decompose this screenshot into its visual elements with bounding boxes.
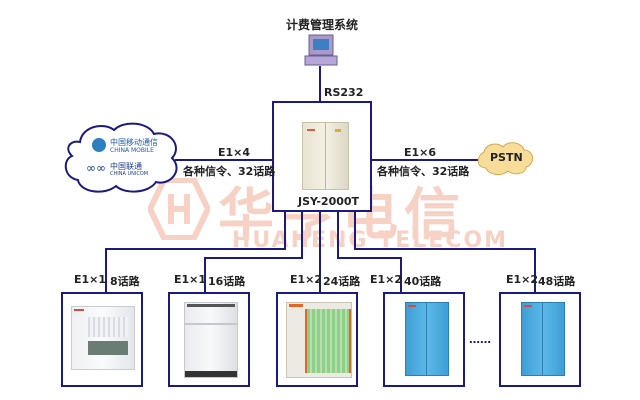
branch-5-e1: E1×2 [506,273,539,286]
main-switch-box[interactable]: JSY-2000T [272,101,372,212]
ellipsis: …… [469,333,491,346]
green-board-cabinet-image [286,302,352,378]
blue-cabinet-image-1 [405,302,449,376]
branch-1-e1: E1×1 [74,273,107,286]
computer-icon [303,34,339,68]
china-unicom-en: CHINA UNICOM [110,171,149,177]
branch-5-lines: 48话路 [538,275,576,288]
branch-box-2[interactable] [168,292,250,387]
branch-2-e1: E1×1 [174,273,207,286]
branch-3-lines: 24话路 [323,275,361,288]
main-switch-model: JSY-2000T [298,195,360,208]
branch-2-lines: 16话路 [208,275,246,288]
branch-box-1[interactable] [61,292,143,387]
china-mobile-cn: 中国移动通信 [110,138,158,147]
branch-3-e1: E1×2 [290,273,323,286]
watermark-logo [146,177,212,241]
branch-box-3[interactable] [276,292,358,387]
blue-cabinet-image-2 [521,302,565,376]
branch-4-lines: 40话路 [404,275,442,288]
left-link-desc: 各种信令、32话路 [183,165,276,178]
china-mobile-logo-icon [92,138,106,152]
rs232-label: RS232 [324,86,364,99]
right-link-desc: 各种信令、32话路 [377,165,470,178]
branch-wire-2 [204,211,303,300]
branch-wire-4 [337,211,402,300]
pstn-label: PSTN [490,151,523,164]
branch-box-5[interactable] [499,292,581,387]
left-link-e1: E1×4 [218,146,251,159]
carrier-cloud: 中国移动通信 CHINA MOBILE ∞∞ 中国联通 CHINA UNICOM [62,120,182,195]
white-wall-cabinet-image [71,306,135,370]
branch-4-e1: E1×2 [370,273,403,286]
branch-wire-5 [354,211,536,300]
main-cabinet-image [302,122,349,190]
right-link-e1: E1×6 [404,146,437,159]
branch-1-lines: 8话路 [110,275,140,288]
branch-wire-1 [105,211,286,300]
china-mobile-en: CHINA MOBILE [110,147,154,154]
pstn-cloud: PSTN [476,140,534,176]
china-unicom-logo-icon: ∞∞ [86,161,106,175]
china-unicom-cn: 中国联通 [110,162,142,171]
branch-box-4[interactable] [383,292,465,387]
billing-system-title: 计费管理系统 [286,18,359,32]
white-floor-cabinet-image [184,302,238,378]
